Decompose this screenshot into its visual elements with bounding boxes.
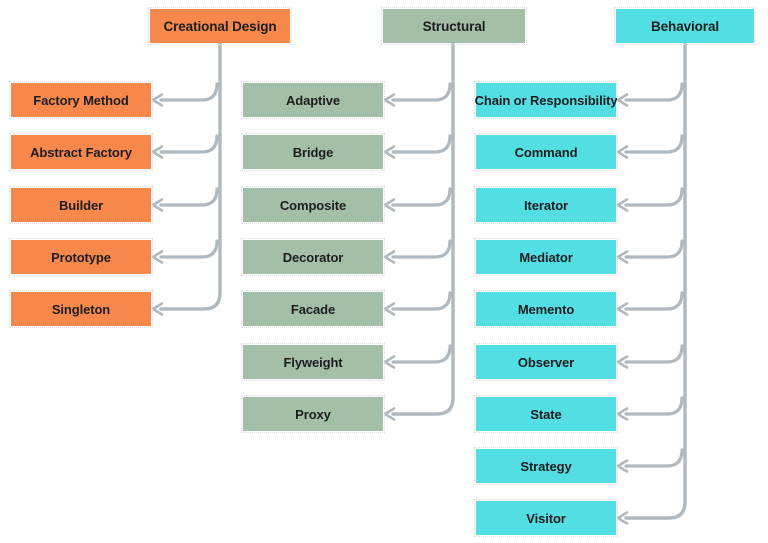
arrowhead-icon (151, 145, 164, 159)
pattern-box-command: Command (474, 133, 618, 171)
arrowhead-icon (383, 93, 396, 107)
pattern-box-observer: Observer (474, 343, 618, 381)
arrowhead-icon (383, 145, 396, 159)
category-header-structural: Structural (381, 7, 527, 45)
category-header-behavioral: Behavioral (614, 7, 756, 45)
pattern-box-proxy: Proxy (241, 395, 385, 433)
connector-trunk (159, 41, 222, 311)
arrowhead-icon (383, 355, 396, 369)
pattern-box-abstract-factory: Abstract Factory (9, 133, 153, 171)
connector-branch (391, 291, 452, 311)
arrowhead-icon (151, 250, 164, 264)
arrowhead-icon (383, 407, 396, 421)
pattern-box-factory-method: Factory Method (9, 81, 153, 119)
arrowhead-icon (616, 145, 629, 159)
arrowhead-icon (616, 302, 629, 316)
connector-branch (624, 448, 684, 468)
connector-branch (159, 187, 219, 207)
connector-branch (391, 344, 452, 364)
connector-branch (159, 82, 219, 102)
pattern-box-decorator: Decorator (241, 238, 385, 276)
arrowhead-icon (383, 250, 396, 264)
pattern-box-chain-or-responsibility: Chain or Responsibility (474, 81, 618, 119)
pattern-box-singleton: Singleton (9, 290, 153, 328)
pattern-box-iterator: Iterator (474, 186, 618, 224)
arrowhead-icon (616, 459, 629, 473)
connector-group-behavioral (616, 41, 687, 525)
pattern-box-prototype: Prototype (9, 238, 153, 276)
pattern-box-mediator: Mediator (474, 238, 618, 276)
arrowhead-icon (151, 198, 164, 212)
pattern-box-strategy: Strategy (474, 447, 618, 485)
arrowhead-icon (383, 302, 396, 316)
connector-branch (391, 239, 452, 259)
arrowhead-icon (151, 302, 164, 316)
pattern-box-state: State (474, 395, 618, 433)
connector-group-creational-design (151, 41, 222, 316)
connector-branch (624, 134, 684, 154)
pattern-box-composite: Composite (241, 186, 385, 224)
pattern-box-flyweight: Flyweight (241, 343, 385, 381)
connector-branch (624, 187, 684, 207)
pattern-box-bridge: Bridge (241, 133, 385, 171)
connector-branch (159, 239, 219, 259)
arrowhead-icon (616, 355, 629, 369)
connector-branch (391, 187, 452, 207)
connector-branch (624, 291, 684, 311)
pattern-box-builder: Builder (9, 186, 153, 224)
connector-branch (624, 396, 684, 416)
arrowhead-icon (616, 93, 629, 107)
arrowhead-icon (616, 198, 629, 212)
connector-group-structural (383, 41, 455, 421)
connector-branch (391, 134, 452, 154)
connector-branch (159, 134, 219, 154)
arrowhead-icon (616, 407, 629, 421)
connector-branch (624, 239, 684, 259)
arrowhead-icon (616, 250, 629, 264)
pattern-box-adaptive: Adaptive (241, 81, 385, 119)
arrowhead-icon (151, 93, 164, 107)
pattern-box-visitor: Visitor (474, 499, 618, 537)
pattern-box-memento: Memento (474, 290, 618, 328)
arrowhead-icon (616, 511, 629, 525)
connector-branch (624, 82, 684, 102)
connector-trunk (391, 41, 455, 416)
pattern-box-facade: Facade (241, 290, 385, 328)
connector-trunk (624, 41, 687, 520)
category-header-creational-design: Creational Design (148, 7, 292, 45)
connector-branch (391, 82, 452, 102)
connector-branch (624, 344, 684, 364)
arrowhead-icon (383, 198, 396, 212)
